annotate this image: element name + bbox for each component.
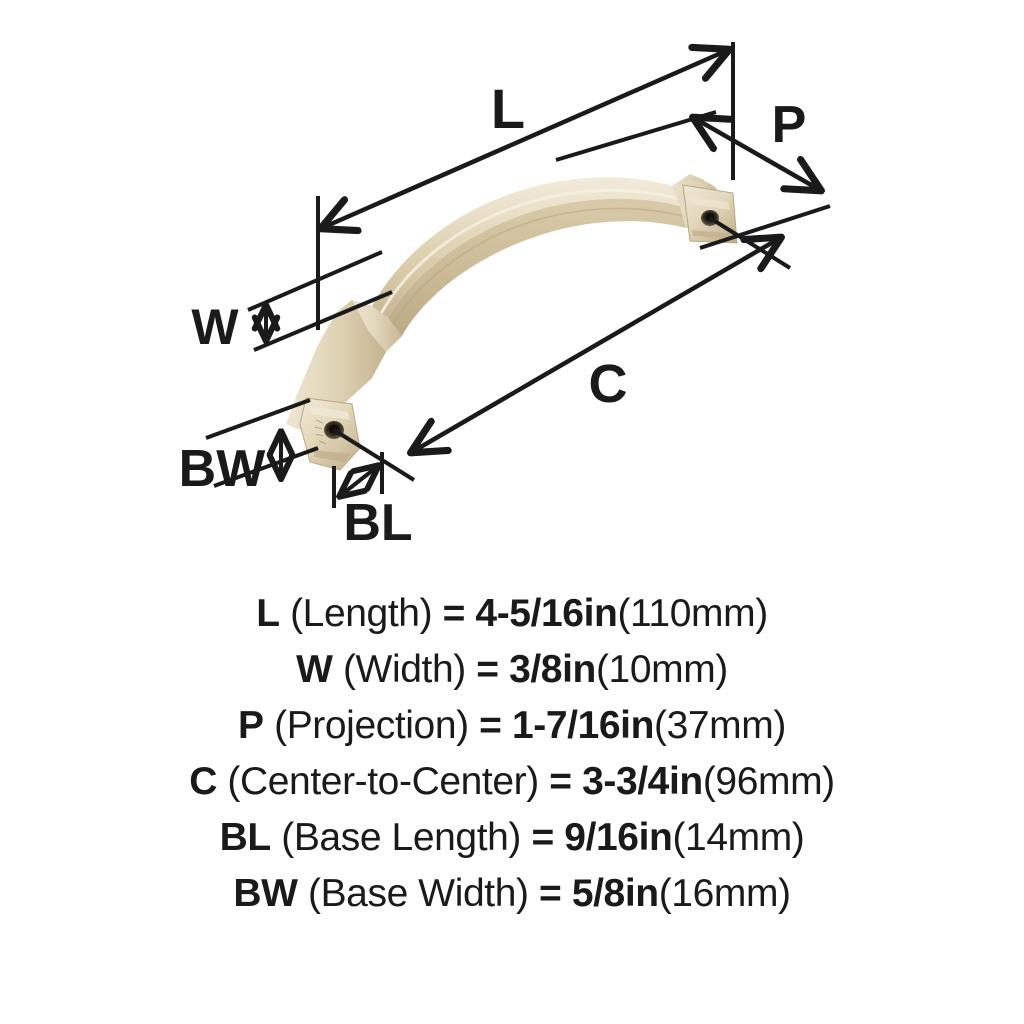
left-foot-top-bevel [310, 406, 350, 420]
legend-value-C: 3-3/4in [582, 760, 703, 803]
legend-value-W: 3/8in [509, 648, 596, 691]
C-leader-right [708, 216, 792, 270]
left-foot-texture [314, 419, 327, 445]
handle-left-shoulder [352, 300, 402, 352]
legend-line-width: W (Width) = 3/8in(10mm) [296, 642, 728, 698]
legend-metric-C: (96mm) [702, 760, 835, 803]
legend-line-length: L (Length) = 4-5/16in(110mm) [256, 586, 768, 642]
dimension-P: P [555, 96, 831, 250]
legend-metric-L: (110mm) [617, 592, 768, 635]
legend-code-BL: BL [219, 816, 272, 859]
legend-eq-C: = [549, 760, 583, 803]
legend-name-L: (Length) [279, 592, 443, 635]
C-label: C [589, 354, 628, 414]
legend-metric-BW: (16mm) [658, 872, 791, 915]
C-arrow [412, 238, 780, 452]
diagram-canvas: L W P [179, 42, 831, 552]
left-mounting-foot [299, 397, 361, 471]
legend-code-P: P [238, 704, 264, 747]
legend-code-L: L [256, 592, 280, 635]
product-diagram: L W P [179, 42, 831, 552]
P-arrow [694, 118, 820, 190]
legend-line-center-to-center: C (Center-to-Center) = 3-3/4in(96mm) [189, 754, 835, 810]
dimension-BL: BL [332, 452, 413, 552]
dimension-legend: L (Length) = 4-5/16in(110mm) W (Width) =… [0, 586, 1024, 922]
legend-value-L: 4-5/16in [475, 592, 618, 635]
legend-metric-W: (10mm) [595, 648, 728, 691]
C-leader-left [332, 428, 416, 482]
L-label: L [491, 77, 525, 140]
legend-name-P: (Projection) [263, 704, 480, 747]
legend-name-C: (Center-to-Center) [216, 760, 550, 803]
legend-code-BW: BW [233, 872, 298, 915]
BW-extension-lower [213, 446, 319, 488]
W-label: W [191, 299, 239, 355]
legend-eq-W: = [476, 648, 510, 691]
legend-eq-P: = [479, 704, 512, 747]
BW-label: BW [179, 440, 267, 498]
BL-arrow [340, 466, 378, 496]
legend-eq-L: = [442, 592, 476, 635]
dimension-L: L [316, 42, 735, 330]
P-label: P [772, 96, 807, 154]
legend-line-base-width: BW (Base Width) = 5/8in(16mm) [233, 866, 791, 922]
dimension-BW: BW [179, 398, 319, 498]
legend-name-BL: (Base Length) [270, 816, 532, 859]
legend-name-W: (Width) [332, 648, 477, 691]
legend-eq-BW: = [539, 872, 572, 915]
legend-code-W: W [296, 648, 333, 691]
handle-illustration [286, 174, 738, 471]
legend-value-BW: 5/8in [571, 872, 659, 915]
BL-label: BL [343, 494, 412, 552]
left-foot-bottom-bevel [313, 450, 350, 462]
legend-eq-BL: = [531, 816, 565, 859]
legend-line-base-length: BL (Base Length) = 9/16in(14mm) [220, 810, 805, 866]
BW-extension-upper [205, 398, 311, 440]
legend-line-projection: P (Projection) = 1-7/16in(37mm) [238, 698, 786, 754]
legend-value-P: 1-7/16in [511, 704, 655, 747]
legend-metric-P: (37mm) [654, 704, 786, 747]
P-extension-upper [555, 110, 717, 162]
W-extension-upper [247, 250, 383, 312]
right-mounting-foot [682, 184, 738, 244]
dimension-W: W [191, 250, 393, 355]
L-arrow [322, 50, 728, 228]
legend-code-C: C [189, 760, 217, 803]
dimension-C: C [332, 216, 792, 482]
legend-value-BL: 9/16in [564, 816, 673, 859]
legend-name-BW: (Base Width) [297, 872, 540, 915]
legend-metric-BL: (14mm) [672, 816, 805, 859]
handle-left-taper [286, 300, 386, 424]
